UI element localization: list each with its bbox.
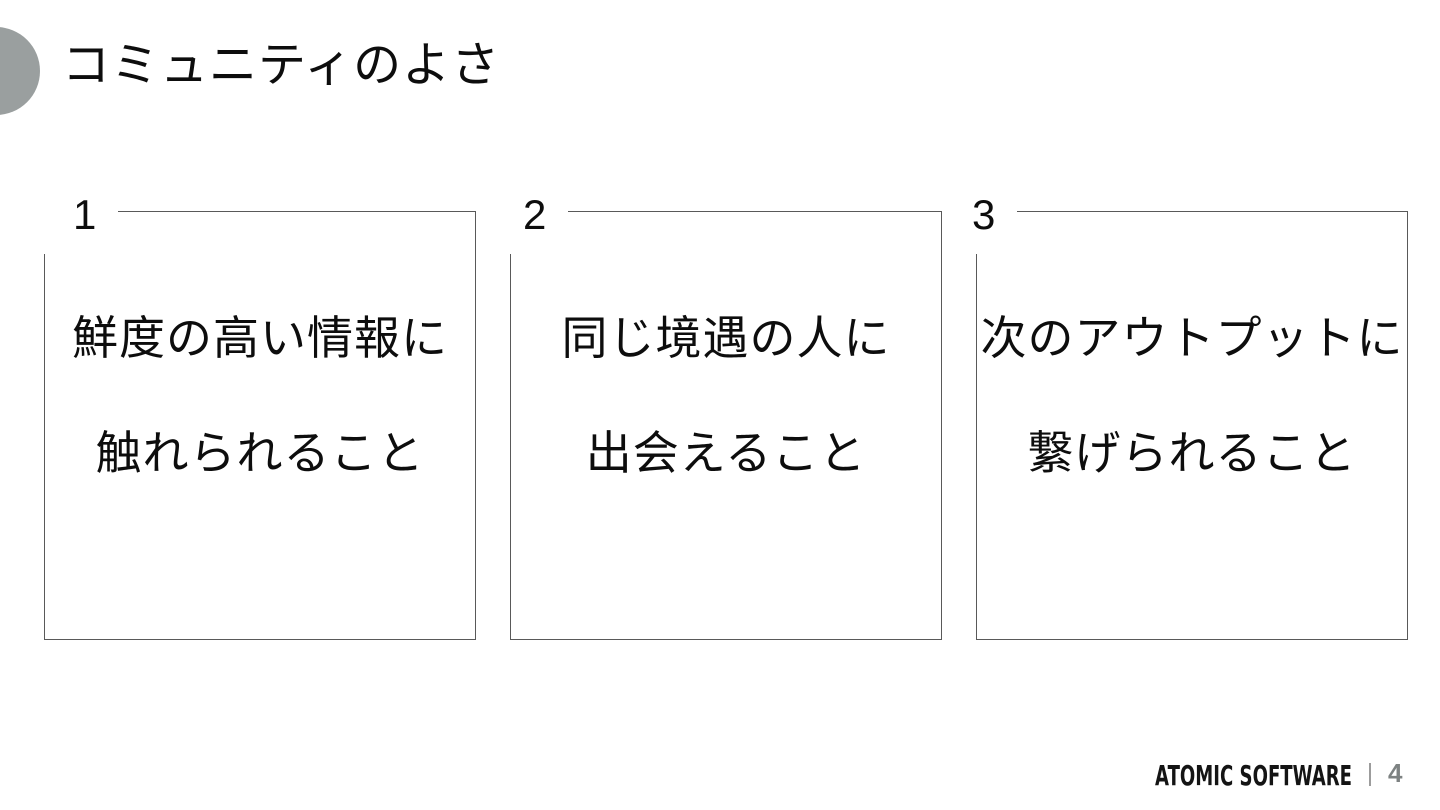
card-3: 3 次のアウトプットに 繋げられること — [942, 188, 1408, 640]
card-1-line-2: 触れられること — [95, 427, 425, 479]
card-1-number: 1 — [43, 188, 119, 254]
card-2-body: 同じ境遇の人に 出会えること — [511, 315, 941, 476]
atomic-software-logo-text: ATOMIC SOFTWARE — [1155, 761, 1352, 792]
card-2-line-2: 出会えること — [585, 427, 867, 479]
card-2-number: 2 — [493, 188, 569, 254]
cards-row: 1 鮮度の高い情報に 触れられること 2 同じ境遇の人に 出会えること 3 次の… — [43, 188, 1408, 640]
card-3-number: 3 — [942, 188, 1018, 254]
card-2-line-1: 同じ境遇の人に — [561, 312, 891, 364]
page-number: 4 — [1388, 758, 1403, 788]
card-3-body: 次のアウトプットに 繋げられること — [977, 315, 1407, 476]
footer-divider — [1369, 763, 1371, 786]
card-1-line-1: 鮮度の高い情報に — [72, 312, 448, 364]
card-3-line-2: 繋げられること — [1027, 427, 1357, 479]
slide-title: コミュニティのよさ — [62, 39, 501, 92]
card-1: 1 鮮度の高い情報に 触れられること — [43, 188, 476, 640]
atomic-software-logo: ATOMIC SOFTWARE — [1155, 761, 1352, 792]
accent-circle-icon — [0, 27, 40, 115]
card-2: 2 同じ境遇の人に 出会えること — [493, 188, 942, 640]
card-1-body: 鮮度の高い情報に 触れられること — [45, 315, 475, 476]
card-3-line-1: 次のアウトプットに — [980, 312, 1404, 364]
